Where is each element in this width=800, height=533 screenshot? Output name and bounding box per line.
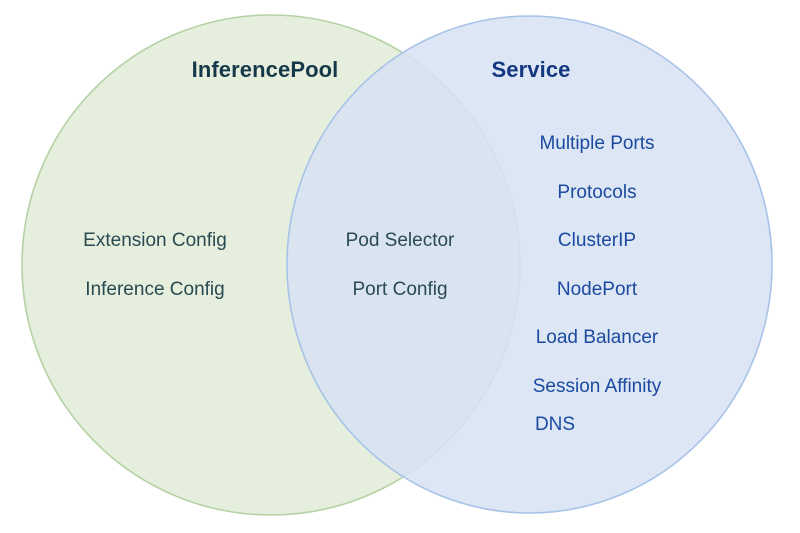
- list-item-port-config: Port Config: [352, 279, 448, 300]
- list-item-multiple-ports: Multiple Ports: [539, 133, 655, 154]
- list-item-clusterip: ClusterIP: [557, 230, 637, 251]
- service-circle: [286, 15, 773, 514]
- list-item-extension-config: Extension Config: [83, 230, 227, 251]
- list-item-dns: DNS: [534, 414, 576, 435]
- set-title-inferencepool: InferencePool: [191, 57, 339, 82]
- list-item-nodeport: NodePort: [556, 279, 638, 300]
- list-item-protocols: Protocols: [557, 182, 637, 203]
- list-item-inference-config: Inference Config: [85, 279, 225, 300]
- list-item-pod-selector: Pod Selector: [345, 230, 455, 251]
- set-title-service: Service: [491, 57, 571, 82]
- list-item-session-affinity: Session Affinity: [532, 376, 662, 397]
- list-item-load-balancer: Load Balancer: [535, 327, 659, 348]
